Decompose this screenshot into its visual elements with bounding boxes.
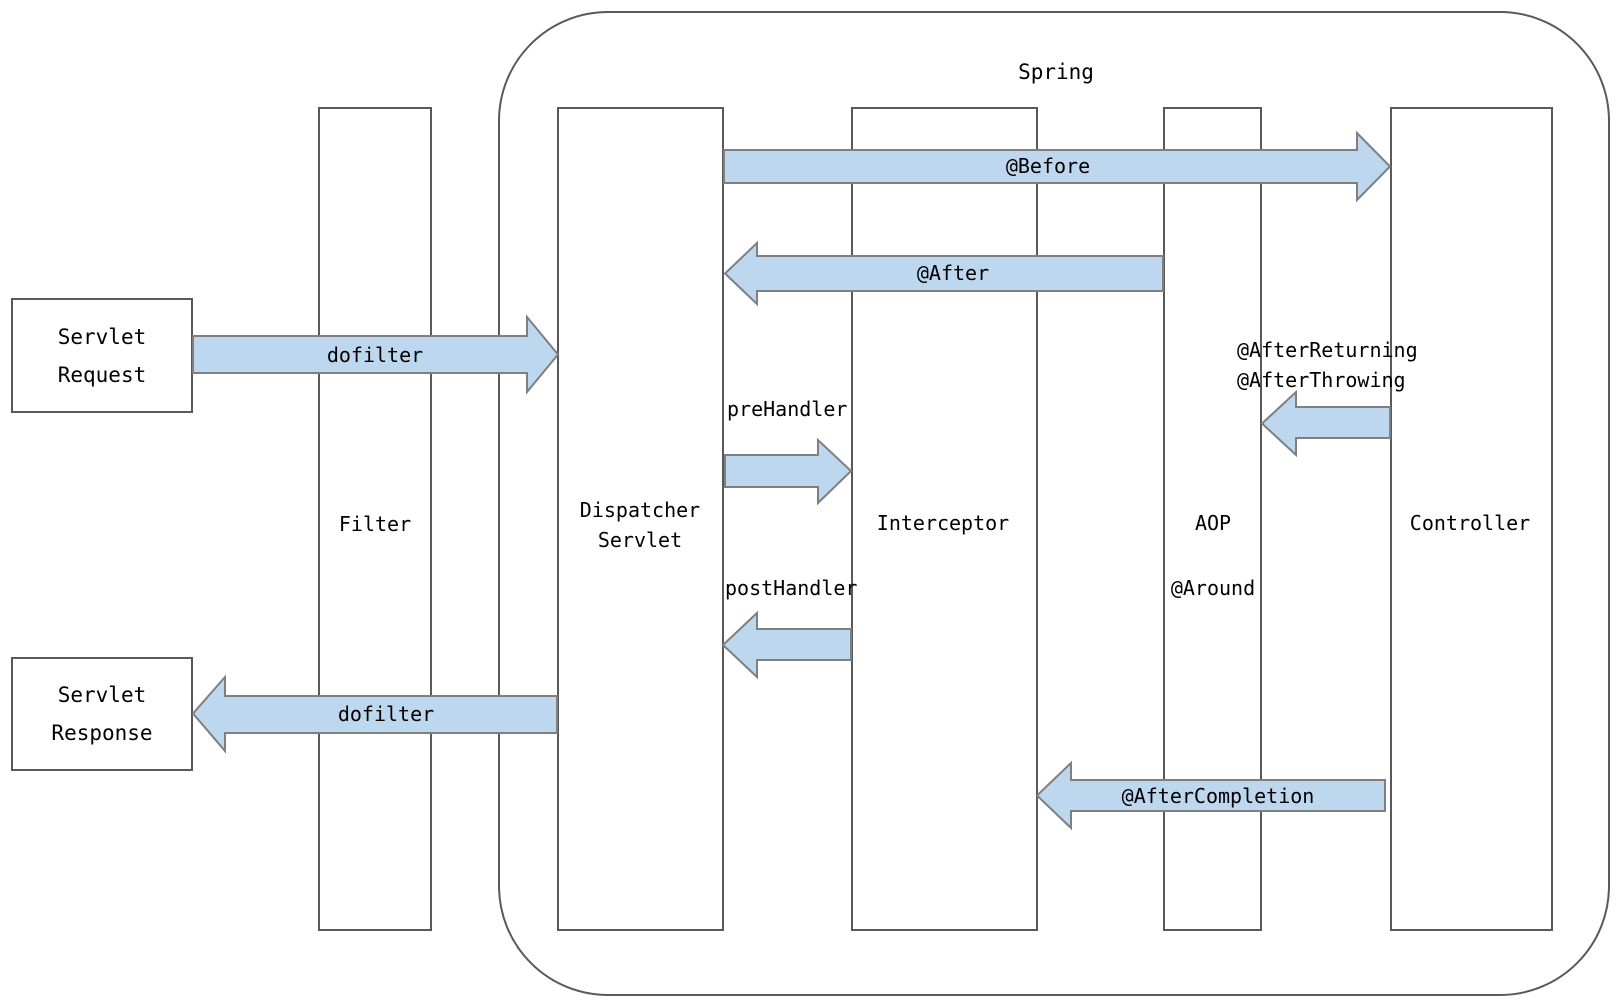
afterreturning-labels: @AfterReturning @AfterThrowing <box>1237 335 1418 395</box>
dispatcher-label-line2: Servlet <box>597 528 683 552</box>
posthandler-label: postHandler <box>725 576 858 600</box>
servlet-response-line1: Servlet <box>57 683 147 707</box>
spring-container-title: Spring <box>1018 60 1094 84</box>
afterreturning-label-line2: @AfterThrowing <box>1237 368 1406 392</box>
aop-label: AOP <box>1194 511 1232 535</box>
afterreturning-label-line1: @AfterReturning <box>1237 338 1418 362</box>
around-annotation: @Around <box>1170 576 1256 600</box>
servlet-response-line2: Response <box>51 721 153 745</box>
controller-label: Controller <box>1409 511 1531 535</box>
aftercompletion-label: @AfterCompletion <box>1121 784 1315 808</box>
dispatcher-servlet-label: Dispatcher Servlet <box>580 495 700 555</box>
dofilter-request-label: dofilter <box>326 343 424 367</box>
after-label: @After <box>916 261 990 285</box>
interceptor-label: Interceptor <box>876 511 1010 535</box>
dofilter-response-label: dofilter <box>337 702 435 726</box>
servlet-request-box: Servlet Request <box>11 298 193 413</box>
servlet-response-box: Servlet Response <box>11 657 193 771</box>
dispatcher-label-line1: Dispatcher <box>579 498 701 522</box>
servlet-request-line1: Servlet <box>57 324 147 349</box>
lifeline-dispatcher-servlet <box>557 107 724 931</box>
lifeline-controller <box>1390 107 1553 931</box>
spring-container-outline <box>498 11 1610 996</box>
lifeline-filter <box>318 107 432 931</box>
prehandler-label: preHandler <box>727 397 848 421</box>
filter-label: Filter <box>338 512 412 536</box>
servlet-request-line2: Request <box>57 362 147 387</box>
before-label: @Before <box>1005 154 1091 178</box>
